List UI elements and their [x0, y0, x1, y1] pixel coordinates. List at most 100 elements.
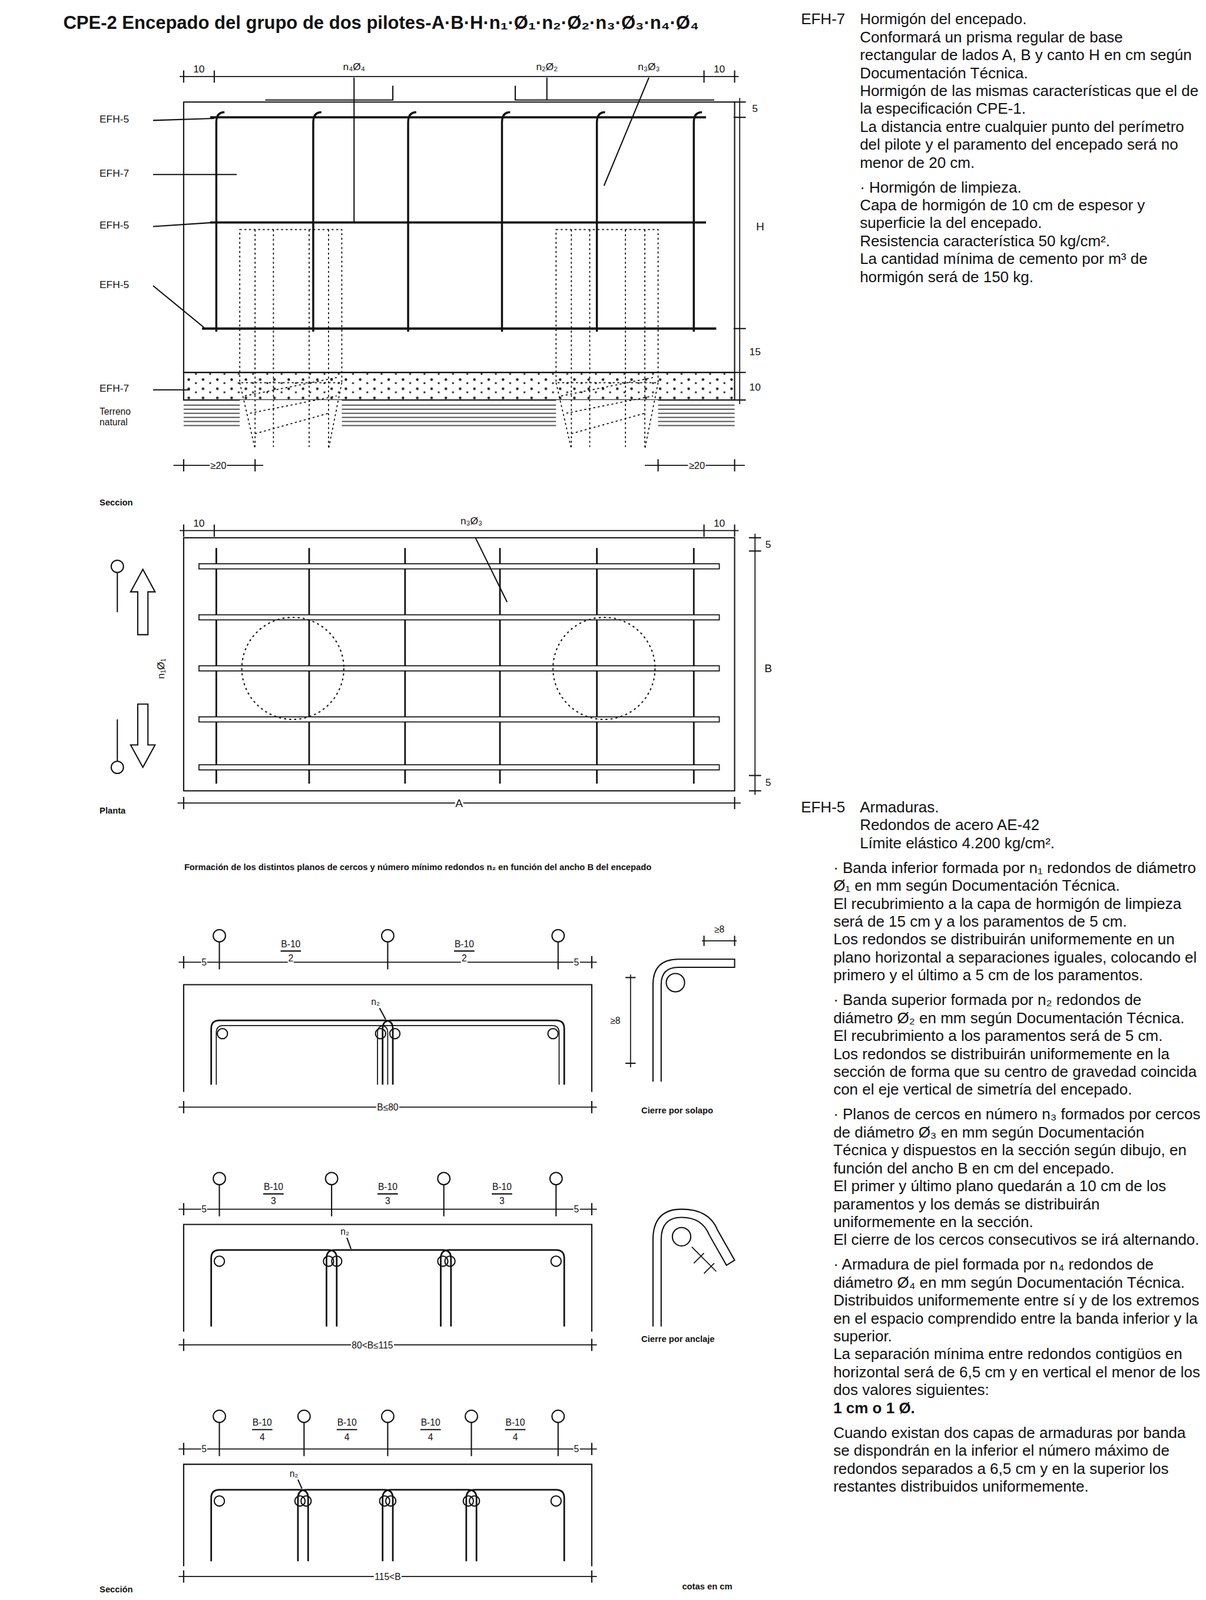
- drawing-label: B-10: [280, 939, 301, 949]
- spec-text: El recubrimiento a los paramentos será d…: [833, 1026, 1202, 1045]
- drawing-label: Terreno natural: [98, 406, 147, 428]
- drawing-label: EFH-5: [98, 220, 130, 231]
- drawing-label: B-10: [336, 1417, 358, 1428]
- spec-text: Conformará un prisma regular de base rec…: [859, 28, 1202, 82]
- drawing-label: 10: [192, 64, 205, 75]
- spec-text: Cuando existan dos capas de armaduras po…: [833, 1423, 1202, 1496]
- drawing-label: n₁Ø₁: [156, 657, 167, 679]
- spec-code: EFH-5: [800, 797, 846, 816]
- spec-section: EFH-5 Armaduras.Redondos de acero AE-42Lí…: [800, 797, 1202, 1495]
- spec-text: El cierre de los cercos consecutivos se …: [833, 1230, 1202, 1248]
- drawing-label: B≤80: [376, 1102, 399, 1112]
- spec-text: La distancia entre cualquier punto del p…: [859, 117, 1202, 172]
- drawing-label: Formación de los distintos planos de cer…: [183, 862, 757, 873]
- drawing-label: 2: [461, 953, 468, 963]
- drawing-label: ≥8: [713, 925, 725, 935]
- drawing-label: 5: [751, 104, 759, 115]
- spec-text: Armaduras.: [859, 797, 1202, 816]
- spec-code: EFH-7: [800, 10, 846, 28]
- section-drawing: [153, 70, 747, 472]
- drawing-label: B: [763, 662, 773, 674]
- drawing-label: A: [454, 797, 464, 809]
- drawing-label: B-10: [377, 1181, 399, 1192]
- spec-text: 1 cm o 1 Ø.: [833, 1398, 1202, 1417]
- page-title: CPE-2 Encepado del grupo de dos pilotes-…: [63, 12, 778, 34]
- spec-text: Resistencia característica 50 kg/cm².: [859, 232, 1202, 250]
- drawing-label: 5: [200, 957, 208, 967]
- plan-drawing: [111, 524, 762, 809]
- spec-bullets: · Banda inferior formada por n₁ redondos…: [833, 858, 1202, 1496]
- spec-text: El primer y último plano quedarán a 10 c…: [833, 1176, 1202, 1231]
- drawing-label: EFH-7: [98, 383, 130, 394]
- drawing-label: 5: [573, 1444, 581, 1454]
- spec-text: Los redondos se distribuirán uniformemen…: [833, 1044, 1202, 1099]
- drawing-label: ≥20: [688, 460, 706, 470]
- drawing-label: B-10: [420, 1417, 442, 1428]
- drawing-label: 2: [287, 953, 294, 963]
- drawing-label: 10: [713, 518, 726, 529]
- drawing-label: B-10: [505, 1417, 526, 1428]
- drawing-label: Sección: [98, 1584, 134, 1594]
- drawing-label: Planta: [98, 806, 127, 815]
- drawing-label: n₂: [370, 997, 381, 1007]
- drawing-label: 10: [192, 518, 205, 529]
- drawing-label: 5: [764, 539, 773, 551]
- drawing-label: 4: [259, 1432, 266, 1442]
- drawing-label: 4: [343, 1432, 351, 1442]
- drawing-label: B-10: [252, 1417, 273, 1428]
- drawing-label: 3: [384, 1196, 392, 1206]
- stirrup-sections: [178, 929, 737, 1583]
- spec-text: Distribuidos uniformemente entre sí y de…: [833, 1290, 1202, 1345]
- drawing-label: H: [755, 220, 765, 233]
- spec-text: La cantidad mínima de cemento por m³ de …: [859, 249, 1202, 286]
- spec-body: Hormigón del encepado.Conformará un pris…: [859, 10, 1202, 286]
- spec-text: Límite elástico 4.200 kg/cm².: [859, 833, 1202, 852]
- drawing-label: Cierre por anclaje: [640, 1334, 715, 1344]
- spec-text: · Planos de cercos en número n₃ formados…: [833, 1104, 1202, 1177]
- spec-text: Capa de hormigón de 10 cm de espesor y s…: [859, 196, 1202, 233]
- drawing-label: n₂: [339, 1227, 350, 1237]
- spec-text: · Banda inferior formada por n₁ redondos…: [833, 858, 1202, 895]
- drawing-label: ≥8: [609, 1015, 621, 1026]
- drawing-label: EFH-5: [98, 114, 130, 125]
- drawing-label: n₃Ø₃: [459, 516, 483, 527]
- spec-text: Hormigón de las mismas características q…: [859, 81, 1202, 118]
- spec-text: Los redondos se distribuirán uniformemen…: [833, 929, 1202, 984]
- drawing-label: 10: [749, 382, 762, 393]
- spec-text: Hormigón del encepado.: [859, 10, 1202, 28]
- spec-text: El recubrimiento a la capa de hormigón d…: [833, 894, 1202, 931]
- drawing-label: B-10: [263, 1181, 284, 1192]
- drawing-label: n₂Ø₂: [535, 62, 559, 73]
- spec-text: · Hormigón de limpieza.: [859, 178, 1202, 197]
- drawing-label: 5: [764, 777, 773, 788]
- drawing-label: 10: [713, 64, 726, 75]
- drawing-label: 5: [573, 957, 581, 967]
- drawing-label: 5: [200, 1444, 208, 1454]
- drawing-label: cotas en cm: [681, 1581, 733, 1591]
- drawing-label: EFH-5: [98, 279, 130, 290]
- spec-text: · Banda superior formada por n₂ redondos…: [833, 990, 1202, 1027]
- drawing-label: 5: [200, 1204, 208, 1214]
- spec-text: Redondos de acero AE-42: [859, 815, 1202, 834]
- drawing-label: 4: [427, 1432, 434, 1442]
- drawing-label: 5: [573, 1204, 581, 1214]
- drawing-label: n₃Ø₃: [637, 62, 661, 73]
- spec-body: Armaduras.Redondos de acero AE-42Límite …: [859, 797, 1202, 852]
- drawing-label: 80<B≤115: [350, 1340, 394, 1350]
- spec-text: · Armadura de piel formada por n₄ redond…: [833, 1254, 1202, 1291]
- drawing-label: Seccion: [98, 498, 134, 508]
- drawing-label: 115<B: [373, 1571, 402, 1582]
- drawing-label: n₂: [289, 1468, 300, 1479]
- spec-section: EFH-7 Hormigón del encepado.Conformará un…: [800, 10, 1202, 286]
- drawing-label: ≥20: [209, 460, 227, 470]
- drawing-label: n₄Ø₄: [342, 62, 366, 73]
- drawing-label: Cierre por solapo: [640, 1105, 714, 1115]
- drawing-label: B-10: [491, 1181, 513, 1192]
- drawing-label: B-10: [454, 939, 475, 949]
- drawing-label: 15: [749, 346, 762, 357]
- text-column: EFH-7 Hormigón del encepado.Conformará un…: [800, 10, 1202, 1598]
- drawing-label: 3: [498, 1196, 506, 1206]
- drawing-label: 4: [512, 1432, 519, 1442]
- drawing-label: EFH-7: [98, 168, 130, 179]
- drawing-label: 3: [270, 1196, 277, 1206]
